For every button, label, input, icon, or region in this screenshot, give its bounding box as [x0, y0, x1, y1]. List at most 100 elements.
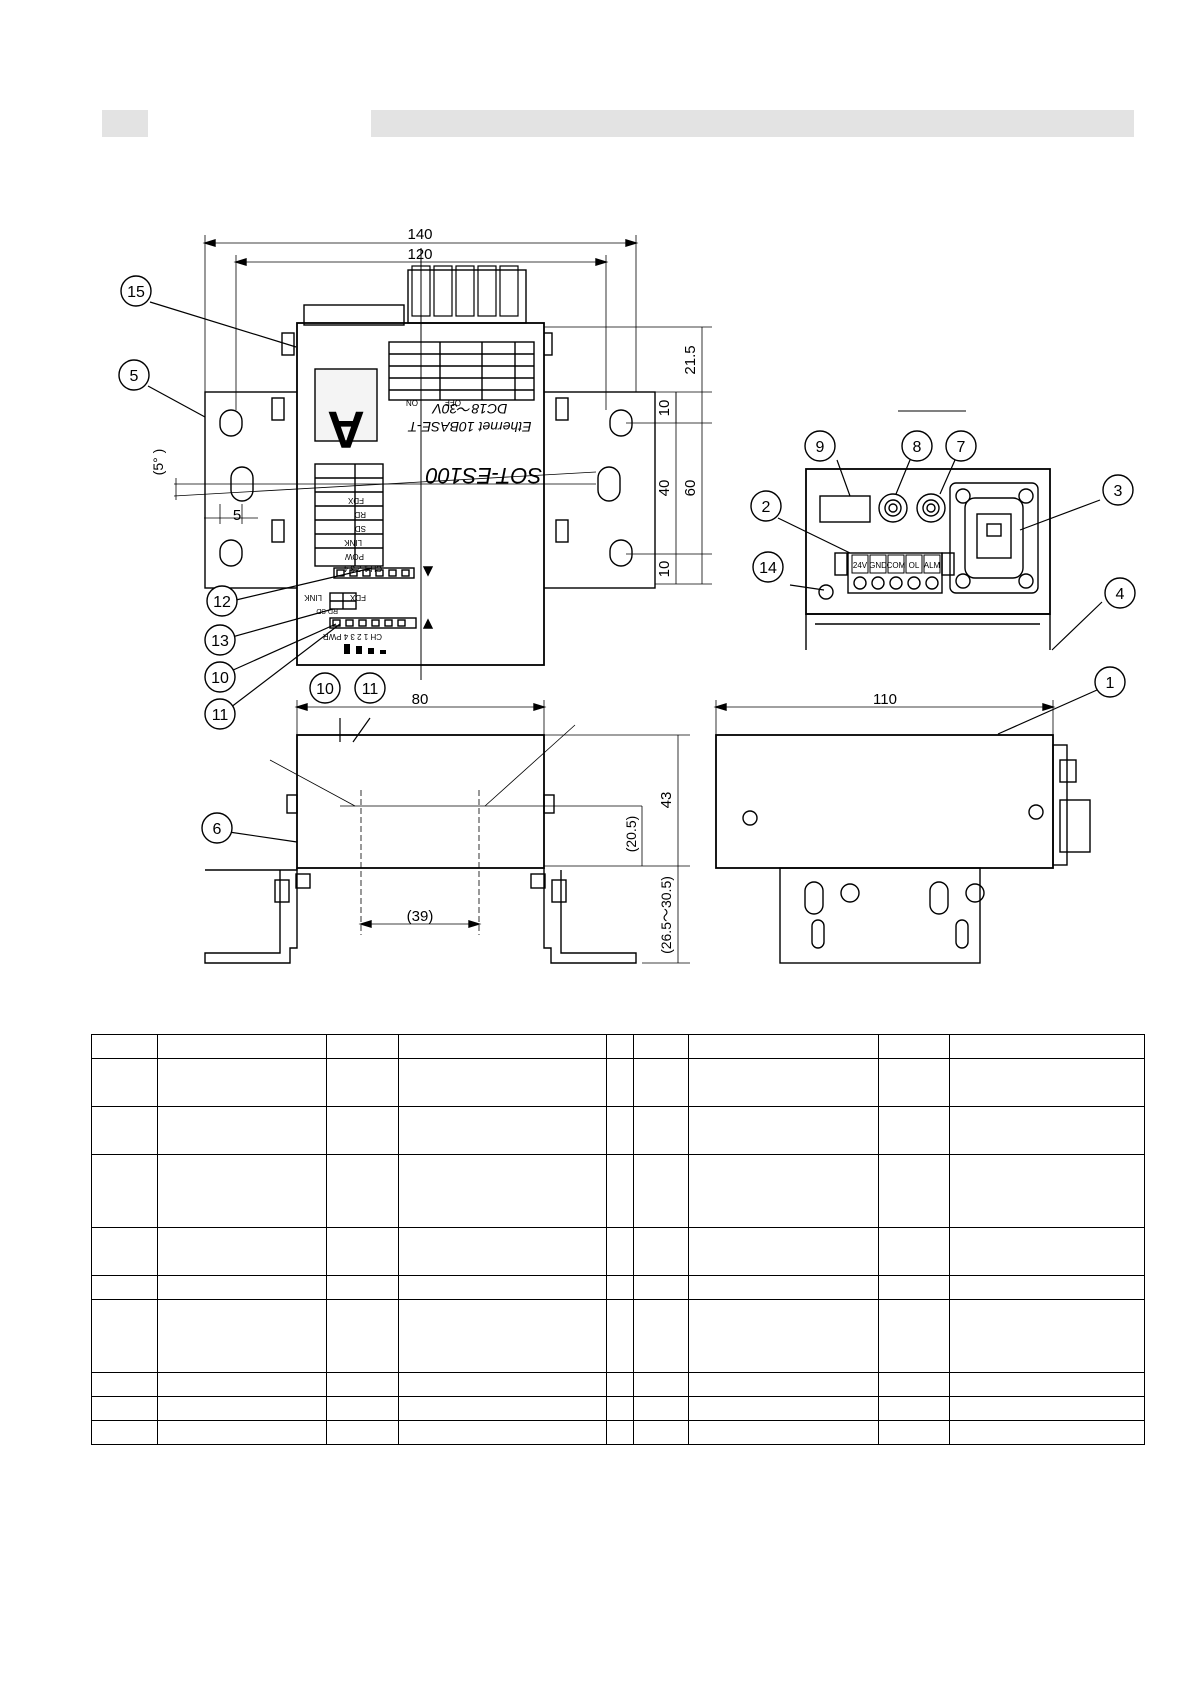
header-left-box — [102, 110, 148, 137]
led-row-top — [333, 567, 415, 579]
table-cell — [949, 1058, 1145, 1107]
table-cell — [606, 1275, 634, 1300]
logo-letter: A — [327, 400, 365, 458]
table-row — [91, 1420, 1145, 1445]
header-right-box — [371, 110, 1134, 137]
dim-110: 110 — [873, 691, 897, 708]
table-cell — [688, 1396, 879, 1421]
table-cell — [633, 1420, 689, 1445]
ch-label-bottom: CH 1 2 3 4 PWR — [323, 632, 382, 641]
table-cell — [688, 1299, 879, 1373]
table-cell — [688, 1372, 879, 1397]
svg-text:10: 10 — [316, 681, 334, 698]
table-cell — [633, 1372, 689, 1397]
table-cell — [606, 1372, 634, 1397]
callout-c1: 1 — [1094, 666, 1126, 698]
slot-hole — [597, 466, 621, 502]
fdx-label: FDX — [349, 593, 366, 602]
svg-text:12: 12 — [213, 594, 231, 611]
table-cell — [157, 1372, 327, 1397]
dim-26-5-30-5: (26.5～30.5) — [658, 876, 674, 954]
table-cell — [398, 1420, 607, 1445]
table-row — [91, 1034, 1145, 1059]
callout-c6: 6 — [201, 812, 233, 844]
logo-box — [314, 368, 378, 442]
table-cell — [606, 1058, 634, 1107]
table-row — [91, 1275, 1145, 1300]
table-cell — [606, 1034, 634, 1059]
callout-c7: 7 — [945, 430, 977, 462]
table-cell — [326, 1275, 399, 1300]
table-cell — [878, 1275, 950, 1300]
svg-text:1: 1 — [1106, 675, 1115, 692]
rd-label: RD — [328, 607, 338, 614]
table-cell — [91, 1396, 158, 1421]
spec-dc: DC18～30V — [431, 401, 507, 417]
sd-label: SD — [316, 607, 326, 614]
table-cell — [633, 1154, 689, 1228]
table-cell — [398, 1034, 607, 1059]
switch-on-label: ON — [406, 398, 418, 407]
table-cell — [949, 1106, 1145, 1155]
table-cell — [949, 1420, 1145, 1445]
table-cell — [91, 1058, 158, 1107]
dim-21-5: 21.5 — [682, 345, 699, 374]
callout-c4: 4 — [1104, 577, 1136, 609]
callout-c15: 15 — [120, 275, 152, 307]
svg-text:7: 7 — [957, 439, 966, 456]
dim-80: 80 — [412, 691, 429, 708]
table-cell — [326, 1154, 399, 1228]
table-cell — [326, 1058, 399, 1107]
led-label-rd: RD — [354, 510, 366, 519]
table-cell — [398, 1372, 607, 1397]
table-cell — [688, 1058, 879, 1107]
parts-table — [91, 1034, 1145, 1445]
table-cell — [878, 1034, 950, 1059]
table-row — [91, 1106, 1145, 1155]
svg-text:9: 9 — [816, 439, 825, 456]
svg-text:4: 4 — [1116, 586, 1125, 603]
table-cell — [398, 1299, 607, 1373]
table-cell — [949, 1396, 1145, 1421]
table-cell — [688, 1034, 879, 1059]
table-cell — [949, 1299, 1145, 1373]
dim-20-5: (20.5) — [623, 816, 639, 853]
dim-39: (39) — [407, 908, 434, 925]
table-row — [91, 1227, 1145, 1276]
table-cell — [949, 1275, 1145, 1300]
table-cell — [606, 1420, 634, 1445]
callout-c8: 8 — [901, 430, 933, 462]
table-cell — [688, 1154, 879, 1228]
table-row — [91, 1299, 1145, 1373]
table-cell — [633, 1227, 689, 1276]
table-cell — [157, 1299, 327, 1373]
table-cell — [157, 1275, 327, 1300]
table-cell — [878, 1058, 950, 1107]
table-cell — [326, 1396, 399, 1421]
table-cell — [91, 1154, 158, 1228]
dim-120: 120 — [407, 246, 432, 263]
dim-10-top: 10 — [656, 400, 673, 417]
table-cell — [157, 1106, 327, 1155]
terminal-screws — [853, 576, 939, 590]
table-cell — [633, 1106, 689, 1155]
led-label-pow: POW — [344, 552, 364, 561]
terminal-label: GND — [869, 561, 887, 570]
led-label-sd: SD — [355, 524, 366, 533]
table-cell — [688, 1420, 879, 1445]
switch-off-label: OFF — [445, 398, 461, 407]
table-cell — [157, 1227, 327, 1276]
table-cell — [949, 1227, 1145, 1276]
dim-40: 40 — [656, 480, 673, 497]
dim-43: 43 — [658, 792, 675, 809]
terminal-label: OL — [909, 561, 920, 570]
table-cell — [398, 1396, 607, 1421]
table-cell — [91, 1299, 158, 1373]
table-cell — [606, 1299, 634, 1373]
table-cell — [91, 1420, 158, 1445]
table-cell — [326, 1106, 399, 1155]
svg-text:6: 6 — [213, 821, 222, 838]
callout-c2: 2 — [750, 490, 782, 522]
device-body-end — [805, 468, 1051, 615]
led-label-fdx: FDX — [347, 496, 364, 505]
